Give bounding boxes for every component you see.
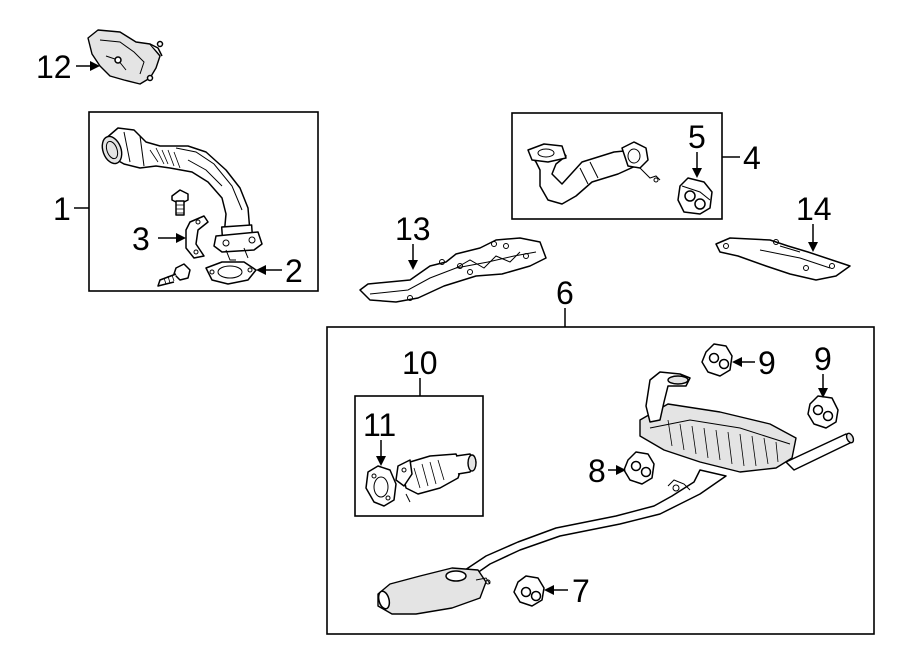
callout-4: 4	[743, 140, 761, 176]
part-5-hanger	[677, 177, 713, 215]
part-6-rear-exhaust-system	[377, 371, 855, 615]
part-14-heat-shield	[715, 237, 851, 281]
callout-12: 12	[36, 49, 72, 85]
group-box-4	[511, 112, 723, 220]
part-13-heat-shield	[359, 237, 547, 303]
group-box-6	[326, 326, 875, 635]
callout-10: 10	[402, 345, 438, 381]
bolt-lower	[157, 263, 191, 287]
part-9-hanger-right	[807, 395, 839, 429]
callout-5: 5	[688, 119, 706, 155]
callout-11: 11	[363, 407, 396, 443]
callout-2: 2	[285, 253, 303, 289]
part-3-bracket	[185, 215, 209, 259]
callout-8: 8	[588, 453, 606, 489]
callout-9-upper: 9	[758, 345, 776, 381]
callout-14: 14	[796, 191, 832, 227]
group-box-10	[354, 395, 484, 517]
part-10-catalytic-converter	[395, 453, 477, 503]
callout-3: 3	[132, 221, 150, 257]
callout-9-right: 9	[814, 341, 832, 377]
part-12-heat-shield	[87, 29, 164, 85]
leader-lines	[74, 61, 828, 595]
part-8-hanger	[623, 451, 655, 485]
bolt-upper	[171, 189, 189, 216]
callout-6: 6	[556, 275, 574, 311]
callout-1: 1	[53, 191, 71, 227]
part-2-gasket	[205, 261, 257, 285]
part-7-hanger	[513, 575, 545, 607]
part-1-front-exhaust-pipe	[101, 127, 263, 261]
group-box-1	[88, 111, 319, 292]
part-4-intermediate-pipe	[527, 141, 661, 205]
callout-13: 13	[395, 211, 431, 247]
callout-7: 7	[572, 573, 590, 609]
part-9-hanger-upper	[701, 343, 733, 377]
part-11-gasket	[365, 465, 397, 507]
